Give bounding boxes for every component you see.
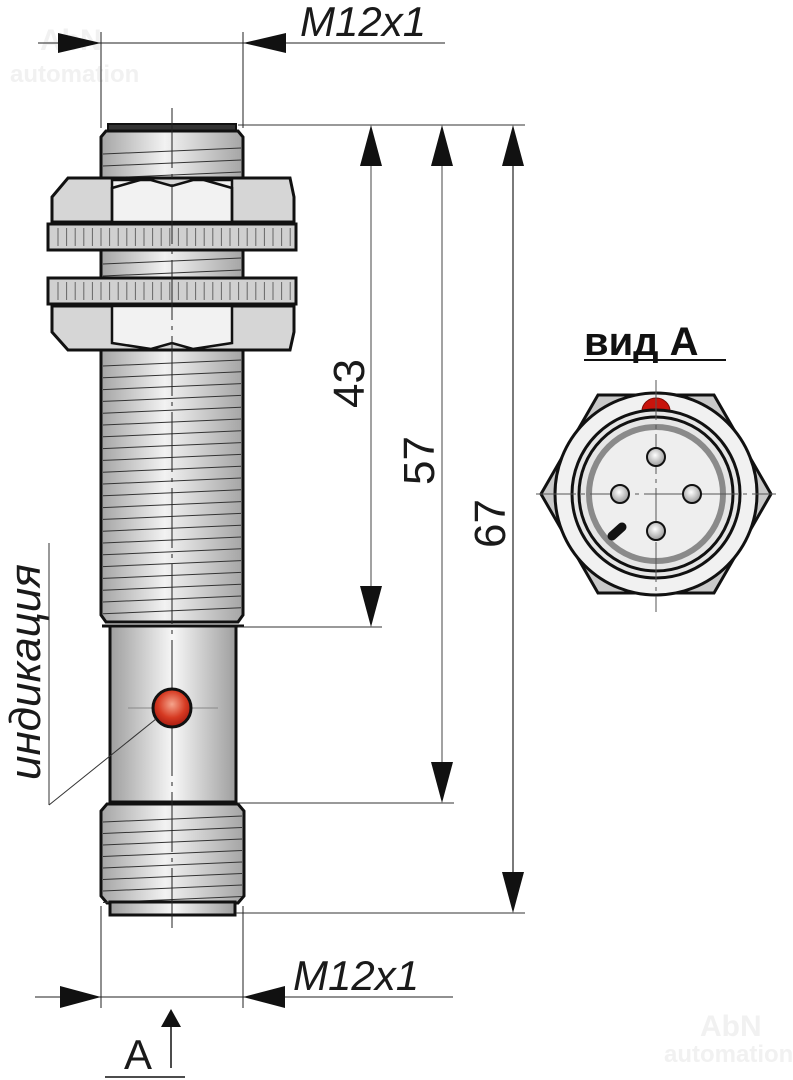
- thread-label-bottom: M12x1: [293, 952, 419, 999]
- svg-text:67: 67: [466, 499, 515, 548]
- arrow-up-icon: [431, 125, 453, 166]
- svg-text:automation: automation: [664, 1041, 793, 1068]
- arrow-down-icon: [431, 762, 453, 803]
- thread-line: [102, 560, 242, 568]
- arrow-up-icon: [502, 125, 524, 166]
- watermark-bottom-right: AbN automation: [664, 1010, 793, 1068]
- arrow-up-icon: [161, 1009, 181, 1027]
- svg-text:automation: automation: [10, 61, 139, 88]
- hex-nut-upper: [50, 176, 296, 224]
- watermark-top-left: AbN automation: [10, 24, 139, 88]
- arrow-right-icon: [58, 33, 101, 53]
- dimension-43: 43: [325, 125, 382, 627]
- arrow-left-icon: [243, 33, 286, 53]
- svg-text:AbN: AbN: [700, 1010, 762, 1043]
- arrow-down-icon: [502, 872, 524, 913]
- view-a-marker: А: [105, 1009, 185, 1078]
- arrow-down-icon: [360, 586, 382, 627]
- arrow-right-icon: [60, 986, 101, 1008]
- view-a-title: вид А: [584, 320, 699, 364]
- svg-text:57: 57: [395, 436, 444, 485]
- hex-nut-lower: [50, 304, 296, 352]
- indicator-label: индикация: [1, 564, 50, 780]
- thread-line: [102, 861, 243, 869]
- indicator-callout: индикация: [1, 543, 157, 806]
- bottom-thread-dimension: M12x1: [35, 906, 453, 1008]
- svg-text:А: А: [124, 1031, 152, 1078]
- thread-line: [102, 406, 242, 414]
- sensor-body: [46, 108, 298, 928]
- dimension-67: 67: [466, 125, 524, 913]
- connector-pin: [646, 521, 666, 541]
- svg-text:43: 43: [325, 359, 374, 408]
- thread-line: [102, 850, 243, 857]
- connector-key: [607, 522, 627, 541]
- thread-label-top: M12x1: [300, 0, 426, 45]
- view-a: вид А: [536, 320, 776, 612]
- connector-pin: [682, 484, 702, 504]
- top-thread-dimension: M12x1: [38, 0, 445, 128]
- vertical-dimensions: 43 57 67: [236, 124, 525, 914]
- connector-pin: [610, 484, 630, 504]
- connector-pin: [646, 447, 666, 467]
- indicator-led: [151, 687, 193, 729]
- thread-line: [102, 394, 242, 402]
- dimension-57: 57: [395, 125, 453, 803]
- thread-line: [102, 548, 242, 556]
- arrow-up-icon: [360, 125, 382, 166]
- arrow-left-icon: [243, 986, 285, 1008]
